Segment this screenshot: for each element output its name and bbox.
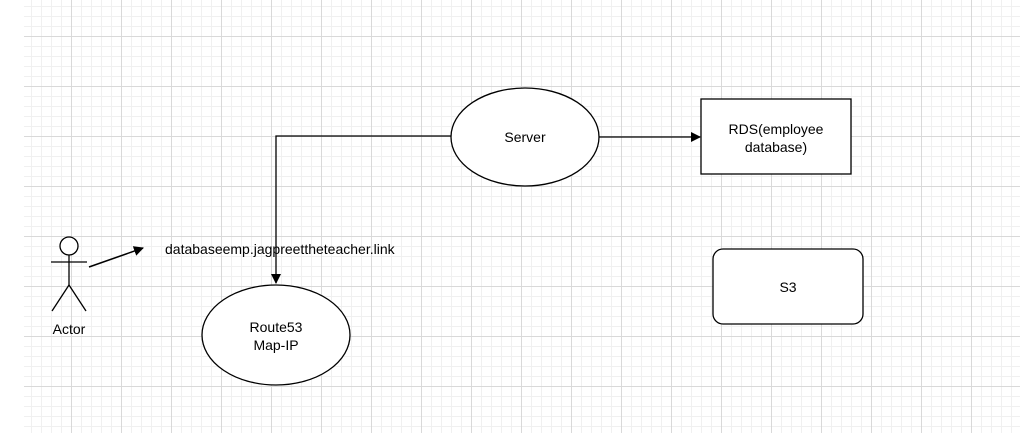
rds-label-line2: database) [744, 139, 808, 155]
rds-node[interactable] [700, 98, 852, 175]
edge-actor-to-domain[interactable] [88, 246, 144, 268]
server-label: Server [504, 129, 546, 145]
rds-label-line1: RDS(employee [728, 121, 824, 137]
s3-label: S3 [779, 279, 797, 295]
actor-right-leg [68, 284, 87, 312]
actor-figure[interactable] [51, 236, 87, 312]
edge-server-to-route53[interactable] [271, 135, 451, 284]
actor-label: Actor [52, 321, 86, 337]
route53-label-line1: Route53 [249, 319, 303, 335]
canvas-grid [24, 0, 1020, 433]
route53-label-line2: Map-IP [253, 337, 299, 353]
actor-head [59, 236, 79, 256]
actor-left-leg [51, 284, 70, 312]
s3-node[interactable] [712, 248, 864, 325]
domain-label: databaseemp.jagpreettheteacher.link [165, 241, 395, 257]
canvas-left-margin [0, 0, 24, 433]
route53-node[interactable] [201, 284, 351, 386]
